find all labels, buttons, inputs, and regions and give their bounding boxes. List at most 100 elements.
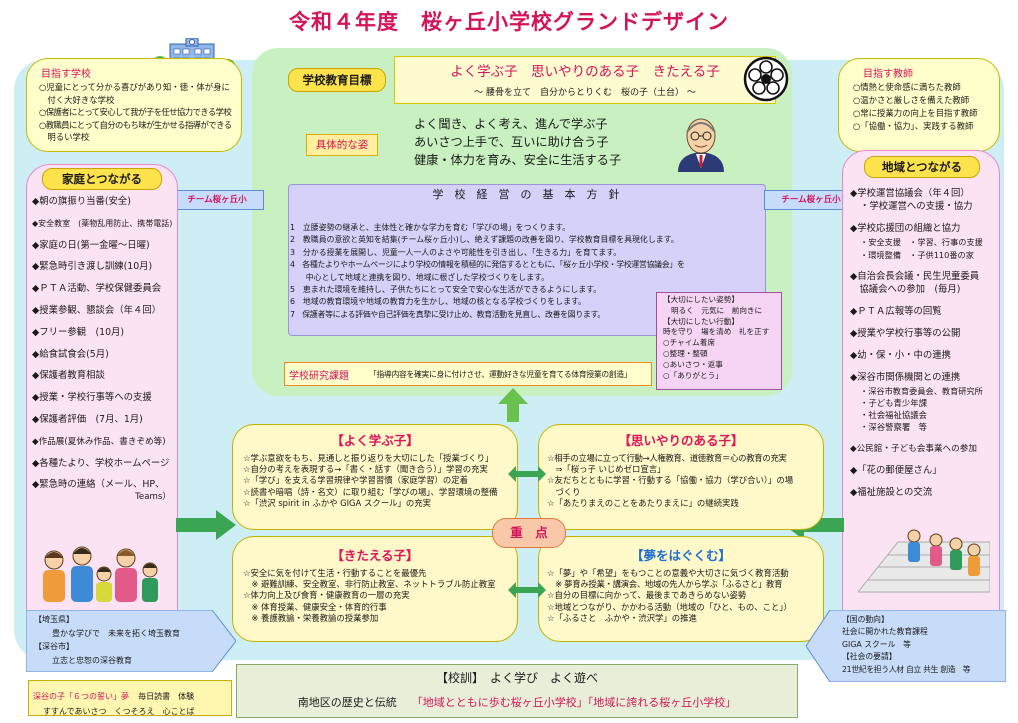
school-goal-item: ○保護者にとって安心して我が子を任せ協力できる学校 — [39, 107, 232, 118]
vows-line1-a: 深谷の子「６つの誓い」夢 — [33, 692, 129, 701]
teacher-goal-item: ○情熱と使命感に満ちた教師 — [853, 82, 961, 92]
concrete-line: 健康・体力を育み、安全に生活する子 — [414, 153, 622, 167]
quad-learn-item: ☆学ぶ意欲をもち、見通しと振り返りを大切にした「授業づくり」 — [243, 453, 494, 463]
family-item: ◆フリー参観 (10月) — [32, 326, 125, 338]
quad-kind-title: 【思いやりのある子】 — [618, 433, 744, 448]
quad-kind-item: づくり — [547, 486, 581, 497]
school-goal-item: 付く大好きな学校 — [39, 94, 115, 105]
policy-item: 6 地域の教育環境や地域の教育力を生かし、地域の核となる学校づくりをします。 — [290, 297, 586, 307]
important-line: 【大切にしたい行動】 — [663, 316, 739, 326]
quad-strong-item: ※ 養護教諭・栄養教諭の授業参加 — [243, 612, 379, 623]
motto-box: 【校訓】 よく学び よく遊べ 南地区の歴史と伝統 「地域とともに歩む桜ヶ丘小学校… — [236, 664, 798, 718]
quad-strong-item: ☆体力向上及び食育・健康教育の一層の充実 — [243, 590, 410, 601]
quad-kind-item: ☆相手の立場に立って行動→人権教育、道徳教育＝心の教育の充実 — [547, 453, 787, 463]
research-text: 「指導内容を確実に身に付けさせ、運動好きな児童を育てる体育授業の創造」 — [369, 370, 632, 379]
teacher-goal-item: ○温かさと厳しさを備えた教師 — [853, 95, 970, 105]
policy-item: 1 立腰姿勢の継承と、主体性と確かな学力を育む「学びの場」をつくります。 — [290, 223, 571, 232]
vows-line2: すすんであいさつ くつそろえ 心ことば — [43, 707, 195, 716]
family-item: ◆緊急時引き渡し訓練(10月) — [32, 261, 153, 273]
family-item: ◆授業参観、懇談会（年４回） — [32, 304, 162, 316]
goal-label: 学校教育目標 — [288, 68, 386, 92]
school-goal-title: 目指す学校 — [41, 69, 91, 80]
quad-dream-item: ☆「夢」や「希望」をもつことの意義や大切さに気づく教育活動 — [547, 568, 789, 578]
community-item: ◆授業や学校行事等の公開 — [850, 328, 961, 339]
page-title: 令和４年度 桜ヶ丘小学校グランドデザイン — [289, 10, 729, 34]
family-item: ◆各種たより、学校ホームページ — [32, 457, 170, 469]
quad-kind-item: ⇒「桜っ子 いじめゼロ宣言」 — [547, 464, 666, 475]
policy-item: 5 恵まれた環境を維持し、子供たちにとって安全で安心な生活ができるようにします。 — [290, 285, 602, 295]
family-item: ◆朝の旗振り当番(安全) — [32, 196, 131, 207]
goal-sub: ～ 腰骨を立て 自分からとりくむ 桜の子（土台） ～ — [474, 88, 696, 98]
quad-learn: 【よく学ぶ子】 ☆学ぶ意欲をもち、見通しと振り返りを大切にした「授業づくり」 ☆… — [232, 424, 518, 530]
quad-learn-item: ☆「渋沢 spirit in ふかや GIGA スクール」の充実 — [243, 497, 431, 508]
quad-strong-title: 【きたえる子】 — [331, 548, 419, 563]
quad-strong-item: ☆安全に気を付けて生活・行動することを最優先 — [243, 568, 427, 578]
teacher-goal-title: 目指す教師 — [863, 69, 913, 80]
focus-label: 重 点 — [492, 518, 566, 548]
family-item: ◆給食試食会(5月) — [32, 348, 109, 360]
quad-strong: 【きたえる子】 ☆安全に気を付けて生活・行動することを最優先 ※ 避難訓練、安全… — [232, 536, 518, 642]
research-label: 学校研究課題 — [289, 371, 349, 382]
policy-item: 4 各種たよりやホームページにより学校の情報を積極的に発信するとともに、「桜ヶ丘… — [290, 260, 685, 270]
community-item: ・環境整備 ・子供110番の家 — [860, 250, 974, 260]
community-item: ◆幼・保・小・中の連携 — [850, 350, 951, 361]
quad-strong-item: ※ 避難訓練、安全教室、非行防止教室、ネットトラブル防止教室 — [243, 579, 496, 590]
motto-label: 【校訓】 よく学び よく遊べ — [435, 671, 598, 685]
school-goal-item: ○教職員にとって自分のもち味が生かせる指導ができる — [39, 119, 232, 130]
community-illustration-icon — [858, 529, 990, 593]
nation-line: 21世紀を担う人材 自立 共生 創造 等 — [842, 664, 971, 674]
family-item: Teams） — [32, 492, 171, 503]
concrete-line: あいさつ上手で、互いに助け合う子 — [414, 135, 609, 149]
family-item: ◆作品展(夏休み作品、書きぞめ等) — [32, 436, 166, 447]
school-goal-item: 明るい学校 — [39, 132, 90, 143]
nation-line: 【国の動向】 — [842, 615, 889, 624]
important-line: ○チャイム着席 — [663, 338, 715, 348]
policy-item: 2 教職員の意欲と英知を結集(チーム桜ヶ丘小)し、絶えず課題の改善を図り、学校教… — [290, 235, 679, 245]
policy-item: 7 保護者等による評価や自己評価を真摯に受け止め、教育活動を見直し、改善を図りま… — [290, 309, 605, 319]
community-item: ◆深谷市関係機関との連携 — [850, 372, 961, 383]
quad-kind-item: ☆友だちとともに学習・行動する「協働・協力（学び合い）」の場 — [547, 475, 794, 486]
family-item: ◆授業・学校行事等への支援 — [32, 392, 152, 404]
goal-main: よく学ぶ子 思いやりのある子 きたえる子 — [450, 64, 720, 80]
saitama-line: 豊かな学びで 未来を拓く埼玉教育 — [52, 628, 180, 638]
saitama-line: 立志と忠恕の深谷教育 — [52, 655, 132, 665]
community-item: ・社会福祉協議会 — [860, 410, 927, 420]
team-bar-left: チーム桜ヶ丘小 — [170, 190, 264, 210]
quad-kind: 【思いやりのある子】 ☆相手の立場に立って行動→人権教育、道徳教育＝心の教育の充… — [538, 424, 824, 530]
family-item: ◆安全教室 (薬物乱用防止、携帯電話) — [32, 218, 173, 228]
community-item: ◆学校応援団の組織と協力 — [850, 223, 961, 234]
concrete-line: よく聞き、よく考え、進んで学ぶ子 — [414, 117, 608, 131]
teacher-goal-card: 目指す教師 ○情熱と使命感に満ちた教師 ○温かさと厳しさを備えた教師 ○常に授業… — [838, 58, 1000, 152]
quad-dream-item: ※ 夢育み授業・講演会、地域の先人から学ぶ「ふるさと」教育 — [547, 579, 783, 590]
community-item: ・学校運営への支援・協力 — [860, 201, 973, 212]
family-illustration-icon — [43, 546, 158, 602]
important-line: ○あいさつ・返事 — [663, 359, 723, 369]
double-arrow-icon — [508, 466, 546, 482]
teacher-goal-item: ○常に授業力の向上を目指す教師 — [853, 108, 978, 118]
quad-learn-title: 【よく学ぶ子】 — [331, 433, 419, 448]
important-line: 明るく 元気に 前向きに — [671, 305, 763, 315]
family-item: ◆保護者教育相談 — [32, 370, 105, 382]
policy-item: 3 分かる授業を展開し、児童一人一人のよさや可能性を引き出し、「生きる力」を育て… — [290, 247, 622, 257]
principal-illustration-icon — [678, 118, 724, 172]
goal-box: よく学ぶ子 思いやりのある子 きたえる子 ～ 腰骨を立て 自分からとりくむ 桜の… — [394, 56, 776, 104]
family-item: ◆家庭の日(第一金曜～日曜) — [32, 239, 150, 251]
family-item: ◆緊急時の連絡（メール、HP、 — [32, 479, 165, 491]
quad-dream-item: ☆地域とつながり、かかわる活動（地域の「ひと、もの、こと」） — [547, 601, 792, 612]
important-box: 【大切にしたい姿勢】 明るく 元気に 前向きに 【大切にしたい行動】 時を守り … — [656, 292, 782, 390]
saitama-line: 【埼玉県】 — [34, 615, 74, 624]
nation-line: GIGA スクール 等 — [842, 639, 911, 649]
concrete-label: 具体的な姿 — [306, 134, 378, 156]
community-item: ◆自治会長会議・民生児童委員 — [850, 271, 980, 282]
community-item: ・安全支援 ・学習、行事の支援 — [860, 237, 983, 247]
arrow-right-icon — [176, 510, 236, 540]
community-item: ・深谷警察署 等 — [860, 422, 927, 432]
arrow-up-icon — [498, 388, 528, 422]
community-item: ・深谷市教育委員会、教育研究所 — [860, 386, 983, 396]
important-line: 【大切にしたい姿勢】 — [663, 295, 739, 304]
school-emblem-icon — [743, 56, 789, 102]
quad-strong-item: ※ 体育授業、健康安全・体育的行事 — [243, 601, 387, 612]
community-item: ◆「花の郵便屋さん」 — [850, 465, 942, 476]
family-item: ◆保護者評価 (7月、1月) — [32, 413, 143, 425]
vows-box: 深谷の子「６つの誓い」夢 毎日読書 体験 すすんであいさつ くつそろえ 心ことば — [28, 680, 232, 716]
